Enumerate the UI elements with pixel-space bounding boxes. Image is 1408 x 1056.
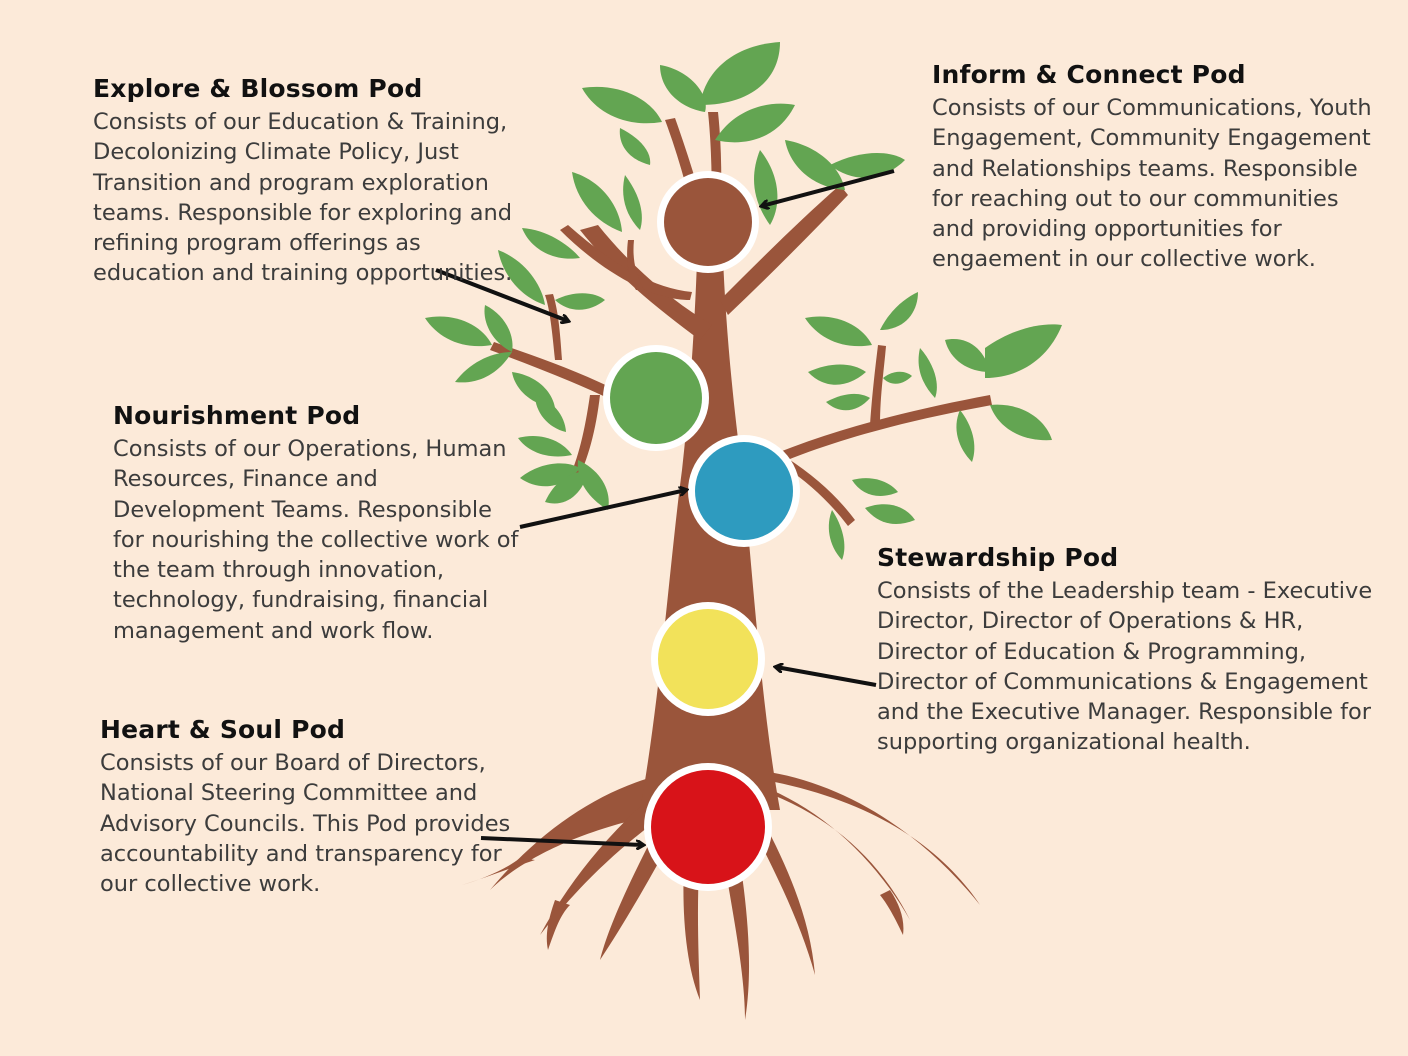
node-inform <box>664 178 752 266</box>
pointer-arrows <box>435 169 895 845</box>
arrow-heart <box>480 836 643 845</box>
nourishment-pod: Nourishment Pod Consists of our Operatio… <box>113 401 523 646</box>
pod-description: Consists of our Board of Directors, Nati… <box>100 750 511 898</box>
pod-nodes <box>603 171 800 891</box>
node-nourish <box>695 442 793 540</box>
pod-title: Stewardship Pod <box>877 543 1119 572</box>
pod-description: Consists of our Operations, Human Resour… <box>113 436 519 644</box>
tree-leaves <box>425 42 1062 560</box>
node-explore <box>610 352 702 444</box>
explore-blossom-pod: Explore & Blossom Pod Consists of our Ed… <box>93 74 523 289</box>
pod-description: Consists of the Leadership team - Execut… <box>877 578 1373 756</box>
pod-description: Consists of our Communications, Youth En… <box>932 95 1372 273</box>
stewardship-pod: Stewardship Pod Consists of the Leadersh… <box>877 543 1377 758</box>
node-steward <box>658 609 758 709</box>
arrow-explore <box>435 268 568 321</box>
pod-title: Heart & Soul Pod <box>100 715 346 744</box>
pod-title: Explore & Blossom Pod <box>93 74 423 103</box>
arrow-inform <box>762 169 895 206</box>
heart-soul-pod: Heart & Soul Pod Consists of our Board o… <box>100 715 520 899</box>
pod-description: Consists of our Education & Training, De… <box>93 109 513 287</box>
pod-title: Nourishment Pod <box>113 401 361 430</box>
arrow-steward <box>776 667 877 687</box>
pod-title: Inform & Connect Pod <box>932 60 1246 89</box>
inform-connect-pod: Inform & Connect Pod Consists of our Com… <box>932 60 1382 275</box>
node-heart <box>651 770 765 884</box>
arrow-nourish <box>519 490 686 529</box>
